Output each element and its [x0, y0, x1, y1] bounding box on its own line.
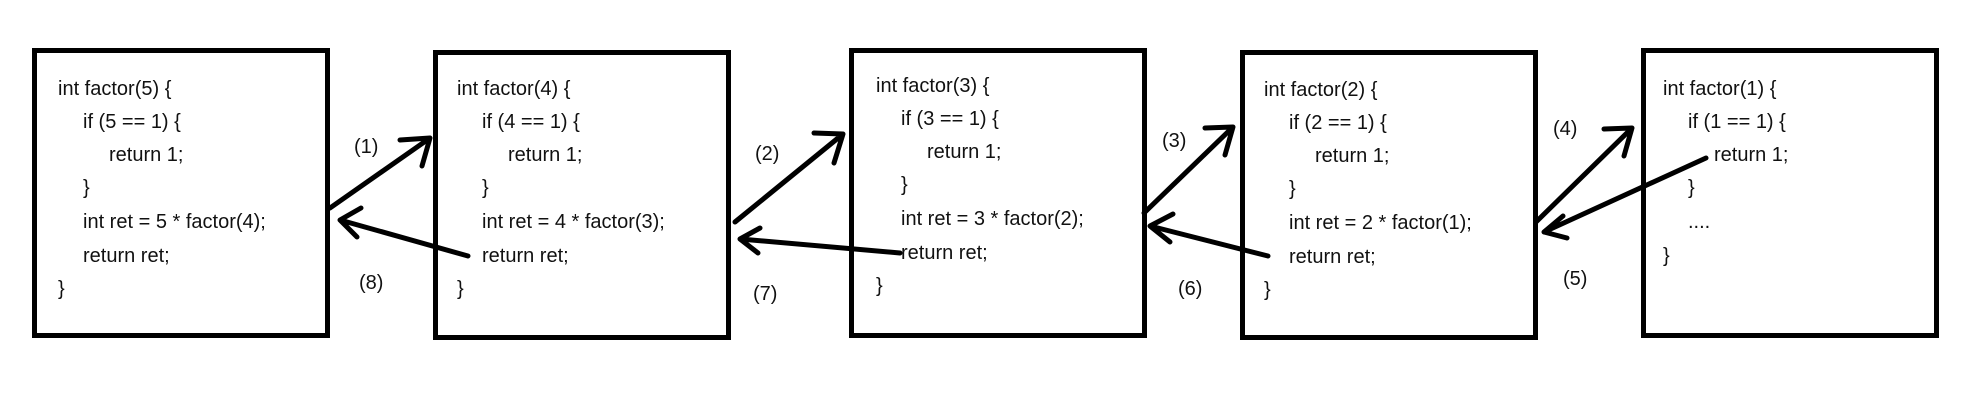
code-line: if (1 == 1) {	[1688, 111, 1786, 133]
step-label-call: (1)	[354, 136, 379, 158]
code-line: return ret;	[901, 242, 988, 264]
code-line: return ret;	[1289, 246, 1376, 268]
step-label-call: (4)	[1553, 118, 1578, 140]
code-line: }	[901, 174, 908, 196]
stack-frame-factor-4	[433, 50, 731, 340]
stack-frame-factor-2	[1240, 50, 1538, 340]
step-label-return: (6)	[1178, 278, 1203, 300]
code-line: return ret;	[482, 245, 569, 267]
code-line: }	[482, 177, 489, 199]
code-line: int factor(5) {	[58, 78, 172, 100]
code-line: ....	[1688, 211, 1711, 233]
call-arrow	[1533, 125, 1635, 225]
code-line: }	[1663, 245, 1670, 267]
code-line: int ret = 2 * factor(1);	[1289, 212, 1472, 234]
code-line: if (4 == 1) {	[482, 111, 580, 133]
code-line: }	[1289, 178, 1296, 200]
code-line: int factor(1) {	[1663, 78, 1777, 100]
step-label-return: (7)	[753, 283, 778, 305]
stack-frame-factor-5	[32, 48, 330, 338]
code-line: int factor(4) {	[457, 78, 571, 100]
code-line: }	[1264, 279, 1271, 301]
step-label-call: (2)	[755, 143, 780, 165]
code-line: int factor(3) {	[876, 75, 990, 97]
code-line: return 1;	[508, 144, 583, 166]
code-line: }	[83, 177, 90, 199]
step-label-call: (3)	[1162, 130, 1187, 152]
code-line: return ret;	[83, 245, 170, 267]
code-line: return 1;	[109, 144, 184, 166]
code-line: if (5 == 1) {	[83, 111, 181, 133]
code-line: if (3 == 1) {	[901, 108, 999, 130]
code-line: return 1;	[1714, 144, 1789, 166]
call-arrow	[1141, 124, 1236, 216]
code-line: int ret = 5 * factor(4);	[83, 211, 266, 233]
code-line: int ret = 3 * factor(2);	[901, 208, 1084, 230]
code-line: return 1;	[1315, 145, 1390, 167]
code-line: }	[58, 278, 65, 300]
step-label-return: (5)	[1563, 268, 1588, 290]
code-line: int factor(2) {	[1264, 79, 1378, 101]
code-line: }	[1688, 177, 1695, 199]
call-arrow	[327, 135, 433, 211]
code-line: }	[457, 278, 464, 300]
code-line: return 1;	[927, 141, 1002, 163]
code-line: }	[876, 275, 883, 297]
call-arrow	[732, 130, 846, 225]
code-line: int ret = 4 * factor(3);	[482, 211, 665, 233]
step-label-return: (8)	[359, 272, 384, 294]
code-line: if (2 == 1) {	[1289, 112, 1387, 134]
